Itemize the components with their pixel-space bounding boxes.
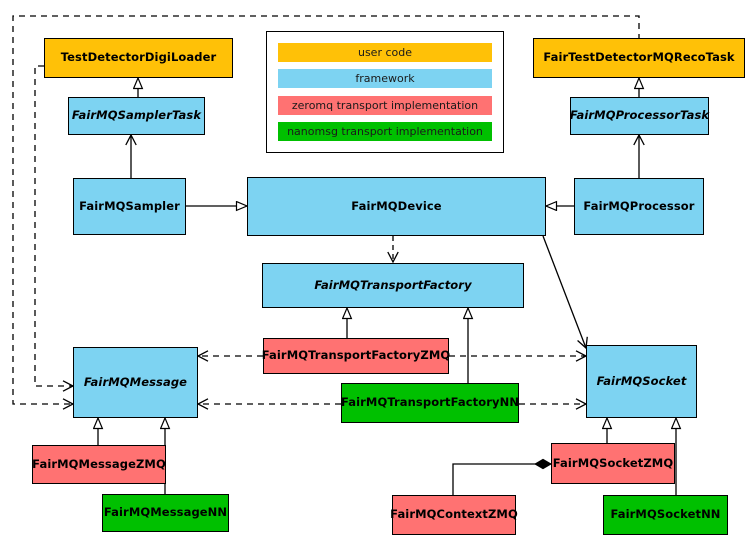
class-node-test-detector-digi-loader[interactable]: TestDetectorDigiLoader — [44, 38, 233, 78]
legend-label-nanomsg: nanomsg transport implementation — [287, 125, 483, 139]
class-node-fairmq-socket[interactable]: FairMQSocket — [586, 345, 697, 418]
legend-item-zeromq: zeromq transport implementation — [278, 95, 492, 115]
class-node-fairmq-processor-task[interactable]: FairMQProcessorTask — [570, 97, 709, 135]
class-node-fairmq-processor[interactable]: FairMQProcessor — [574, 178, 704, 235]
class-node-fairmq-device[interactable]: FairMQDevice — [247, 177, 546, 236]
edge-contextzmq-to-socketzmq — [452, 458, 552, 495]
legend-item-nanomsg: nanomsg transport implementation — [278, 122, 492, 142]
class-node-fairmq-transport-factory[interactable]: FairMQTransportFactory — [262, 263, 524, 308]
class-node-fair-test-detector-mq-reco-task[interactable]: FairTestDetectorMQRecoTask — [533, 38, 745, 78]
class-node-fairmq-message[interactable]: FairMQMessage — [73, 347, 198, 418]
class-node-fairmq-context-zmq[interactable]: FairMQContextZMQ — [390, 495, 518, 535]
legend: user code framework zeromq transport imp… — [266, 31, 504, 153]
class-node-fairmq-sampler-task[interactable]: FairMQSamplerTask — [68, 97, 205, 135]
class-node-fairmq-message-zmq[interactable]: FairMQMessageZMQ — [32, 445, 166, 484]
class-node-fairmq-sampler[interactable]: FairMQSampler — [73, 178, 186, 235]
legend-label-framework: framework — [355, 72, 415, 86]
class-node-fairmq-socket-zmq[interactable]: FairMQSocketZMQ — [551, 443, 675, 484]
legend-item-user-code: user code — [278, 42, 492, 62]
class-node-fairmq-transport-factory-zmq[interactable]: FairMQTransportFactoryZMQ — [262, 338, 450, 374]
class-node-fairmq-message-nn[interactable]: FairMQMessageNN — [102, 494, 229, 532]
class-node-fairmq-socket-nn[interactable]: FairMQSocketNN — [603, 495, 728, 535]
class-node-fairmq-transport-factory-nn[interactable]: FairMQTransportFactoryNN — [341, 383, 519, 423]
edge-device-to-socket — [542, 235, 588, 350]
legend-label-zeromq: zeromq transport implementation — [291, 98, 479, 112]
legend-label-user-code: user code — [357, 45, 413, 59]
legend-item-framework: framework — [278, 69, 492, 89]
